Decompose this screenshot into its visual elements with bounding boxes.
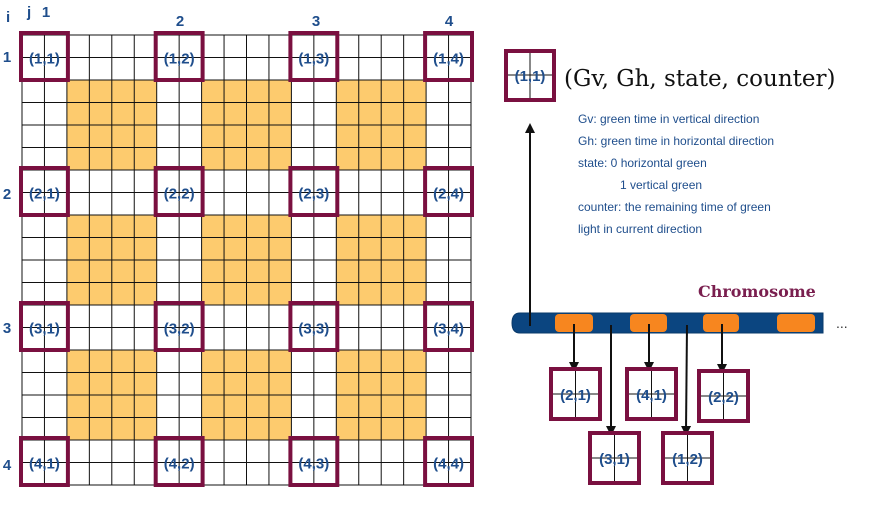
intersection-label: (2,3): [298, 186, 329, 203]
intersection: (4,1): [19, 436, 70, 487]
intersection-label: (1,3): [298, 51, 329, 68]
intersection-border: [423, 301, 475, 352]
decoded-box-label: (4,1): [636, 387, 667, 404]
intersection-border: [288, 31, 340, 82]
decoded-box-label: (2,1): [560, 387, 591, 404]
intersection-border: [153, 166, 205, 217]
decoded-intersection-boxes: (2,1) (3,1) (4,1) (1,2) (2,2): [549, 367, 750, 485]
intersection: (1,3): [288, 31, 340, 82]
intersection-border: [288, 436, 340, 487]
intersection-label: (2,4): [433, 186, 464, 203]
chromosome-title: Chromosome: [698, 282, 816, 301]
row-label: 4: [3, 457, 12, 474]
intersection-label: (4,3): [298, 456, 329, 473]
decoded-box: (2,2): [697, 369, 750, 423]
intersection: (2,1): [19, 166, 70, 217]
decoded-box-label: (3,1): [599, 451, 630, 468]
intersection-label: (1,2): [164, 51, 195, 68]
column-label: 4: [445, 13, 454, 30]
intersection: (4,3): [288, 436, 340, 487]
intersection-label: (4,2): [164, 456, 195, 473]
decoded-box: (4,1): [625, 367, 678, 421]
chromosome-ellipsis: ...: [836, 315, 848, 331]
intersection-border: [153, 301, 205, 352]
intersection: (1,4): [423, 31, 475, 82]
intersection-border: [153, 436, 205, 487]
legend-line-counter-cont: light in current direction: [578, 222, 702, 236]
legend-line-gh: Gh: green time in horizontal direction: [578, 134, 774, 148]
gene-segment: [777, 314, 815, 332]
intersection-border: [288, 166, 340, 217]
row-label: 3: [3, 320, 11, 337]
legend-line-counter: counter: the remaining time of green: [578, 200, 771, 214]
intersection-border: [19, 31, 70, 82]
legend-line-state: state: 0 horizontal green: [578, 156, 707, 170]
intersection: (1,2): [153, 31, 205, 82]
intersection: (2,4): [423, 166, 475, 217]
intersection: (1,1): [19, 31, 70, 82]
intersection: (3,1): [19, 301, 70, 352]
intersection: (4,4): [423, 436, 475, 487]
legend-tuple: (Gv, Gh, state, counter): [564, 66, 835, 92]
axis-j-label: j: [26, 4, 31, 21]
decoded-box: (1,2): [661, 431, 714, 485]
intersection-label: (4,4): [433, 456, 464, 473]
intersection-label: (4,1): [29, 456, 60, 473]
column-label: 1: [42, 4, 50, 21]
gene-segment: [703, 314, 739, 332]
intersection-border: [19, 436, 70, 487]
gene-segment: [555, 314, 593, 332]
legend-intersection-box: (1,1): [504, 49, 556, 102]
intersection-label: (3,2): [164, 321, 195, 338]
legend-line-state-1: 1 vertical green: [620, 178, 702, 192]
legend-line-gv: Gv: green time in vertical direction: [578, 112, 759, 126]
decoded-box: (3,1): [588, 431, 641, 485]
axis-i-label: i: [6, 9, 10, 26]
intersection: (2,2): [153, 166, 205, 217]
intersection-label: (1,4): [433, 51, 464, 68]
row-label: 1: [3, 49, 11, 66]
intersection-border: [423, 166, 475, 217]
chromosome-bar: [511, 312, 824, 334]
intersection-label: (1,1): [29, 51, 60, 68]
intersection-border: [423, 31, 475, 82]
row-label: 2: [3, 186, 11, 203]
intersection-border: [19, 166, 70, 217]
intersection-border: [153, 31, 205, 82]
decoded-box-label: (1,2): [672, 451, 703, 468]
intersection-border: [19, 301, 70, 352]
intersection-border: [288, 301, 340, 352]
intersection: (4,2): [153, 436, 205, 487]
legend-box-label: (1,1): [515, 68, 546, 85]
decoded-box: (2,1): [549, 367, 602, 421]
intersection: (3,4): [423, 301, 475, 352]
column-label: 2: [176, 13, 184, 30]
road-grid-lines: [21, 34, 472, 486]
intersection-label: (3,4): [433, 321, 464, 338]
intersection-label: (2,1): [29, 186, 60, 203]
gene-segment: [630, 314, 667, 332]
intersections: (1,1) (1,2) (1,3) (1,4) (2,1) (2,2) (2,3) (2,4)…: [19, 31, 475, 487]
intersection-label: (2,2): [164, 186, 195, 203]
intersection: (2,3): [288, 166, 340, 217]
intersection: (3,2): [153, 301, 205, 352]
intersection-label: (3,1): [29, 321, 60, 338]
column-label: 3: [312, 13, 320, 30]
arrow-gene-4: [681, 324, 692, 436]
decoded-box-label: (2,2): [708, 389, 739, 406]
intersection-border: [423, 436, 475, 487]
row-labels: 1 2 3 4: [3, 49, 12, 474]
column-labels: 1 2 3 4: [42, 4, 454, 30]
intersection: (3,3): [288, 301, 340, 352]
intersection-label: (3,3): [298, 321, 329, 338]
